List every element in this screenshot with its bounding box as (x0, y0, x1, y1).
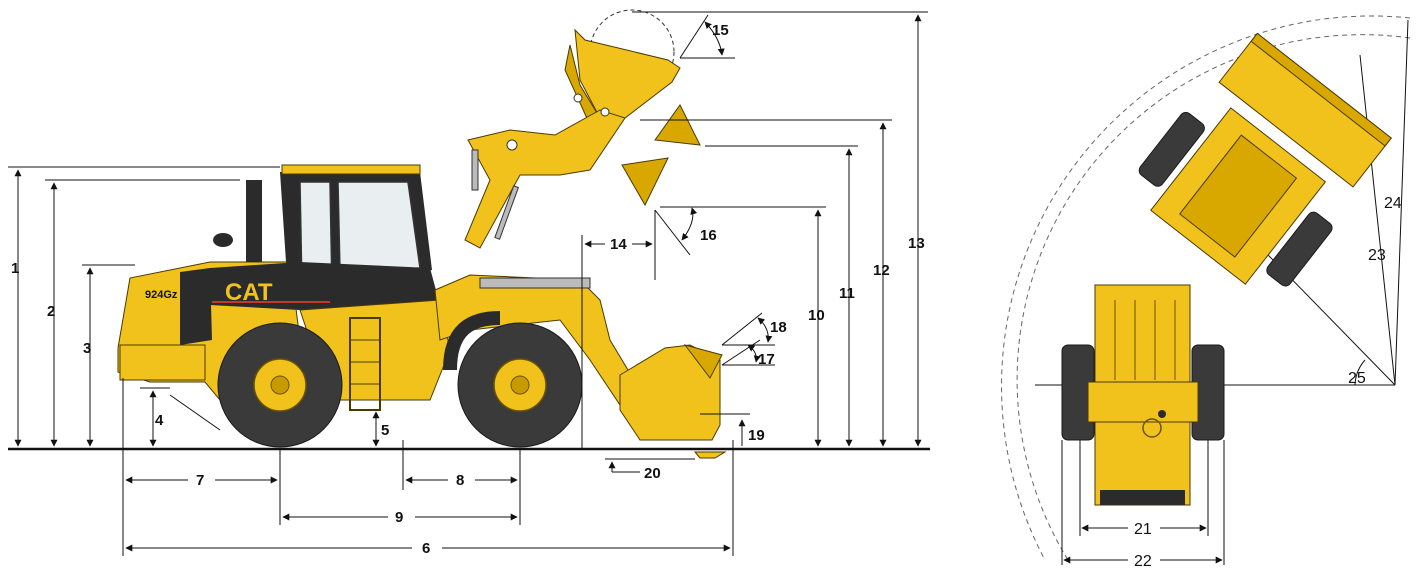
top-rear-frame (1061, 284, 1225, 506)
bucket-tooth-ghost (683, 344, 723, 379)
side-view: CAT 924Gz 1 (8, 9, 930, 557)
dim-label-10: 10 (808, 307, 825, 324)
dim-label-5: 5 (381, 422, 389, 439)
dim-label-8: 8 (456, 472, 464, 489)
front-wheel (457, 322, 583, 448)
top-view: 21 22 23 24 25 (1001, 15, 1411, 570)
dim-label-14: 14 (610, 236, 627, 253)
front-fender (443, 311, 501, 371)
bucket-dump-ghost-2 (621, 157, 669, 207)
dim-label-2: 2 (47, 303, 55, 320)
inner-turning-arc (1016, 34, 1411, 561)
dim-label-12: 12 (873, 262, 890, 279)
dim-label-20: 20 (644, 465, 661, 482)
dim-label-18: 18 (770, 319, 787, 336)
dim-label-1: 1 (11, 260, 19, 277)
rear-wheel (217, 322, 343, 448)
dim-label-9: 9 (395, 509, 403, 526)
dim-label-3: 3 (83, 340, 91, 357)
dim-label-17: 17 (758, 351, 775, 368)
dim-label-25: 25 (1348, 370, 1366, 387)
dim-label-19: 19 (748, 427, 765, 444)
dim-label-24: 24 (1384, 195, 1402, 212)
exhaust-stack (246, 180, 262, 262)
dim-label-22: 22 (1134, 553, 1152, 570)
rear-counterweight (119, 344, 206, 381)
dim-label-4: 4 (155, 412, 164, 429)
access-ladder (349, 317, 381, 411)
model-badge: 924Gz (145, 289, 178, 301)
raised-bucket-position (464, 9, 681, 249)
top-front-frame (1138, 32, 1392, 287)
dim-label-6: 6 (422, 540, 430, 557)
dim-label-7: 7 (196, 472, 204, 489)
dim-label-23: 23 (1368, 247, 1386, 264)
articulation-angle-arc (1354, 359, 1366, 386)
outer-turning-arc (1001, 15, 1411, 561)
hood-black-panel (180, 268, 212, 345)
lift-cylinder (479, 277, 591, 289)
dim-label-13: 13 (908, 235, 925, 252)
dim-label-21: 21 (1134, 521, 1152, 538)
dim-label-11: 11 (839, 285, 855, 302)
bucket-dump-angle-ghost (654, 104, 701, 146)
precleaner-cap (213, 233, 233, 247)
body-side-panel (210, 262, 440, 310)
dim-label-16: 16 (700, 227, 717, 244)
front-bucket (619, 344, 721, 441)
dim-label-15: 15 (712, 22, 729, 39)
